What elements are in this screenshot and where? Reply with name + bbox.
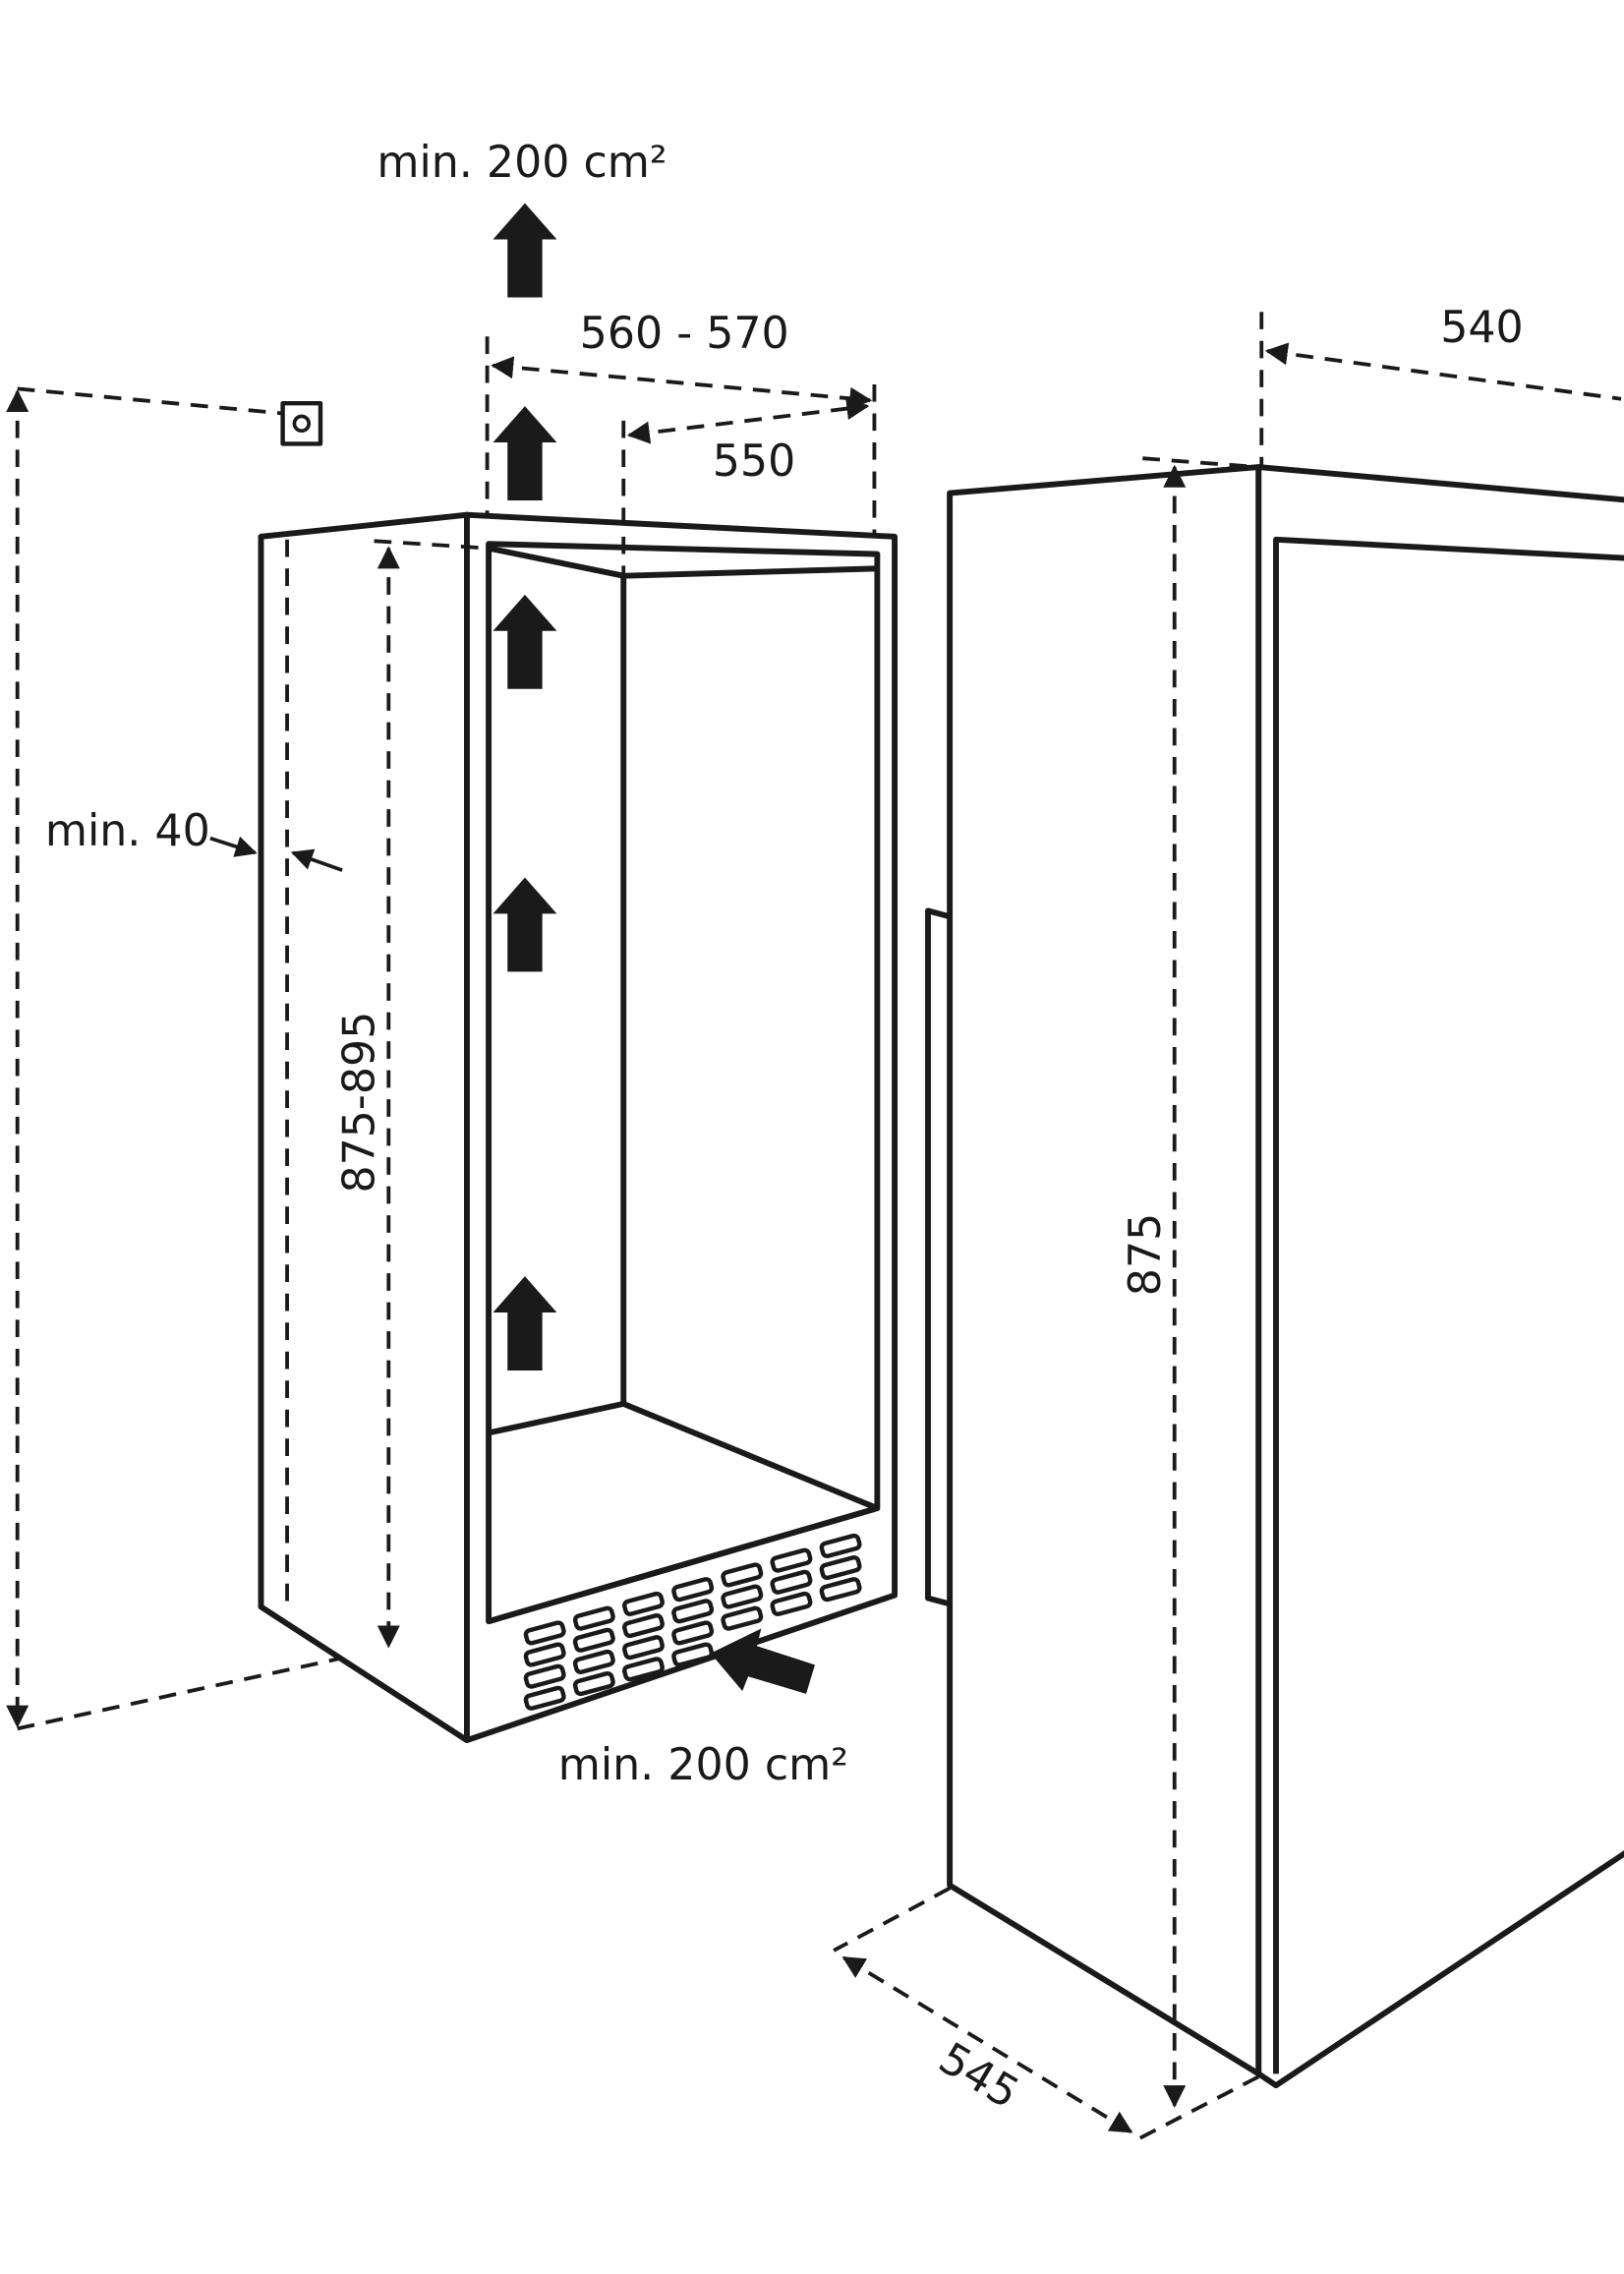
grille-slot bbox=[721, 1562, 764, 1588]
niche-inner-width-label: 550 bbox=[713, 437, 795, 487]
grille-slot bbox=[622, 1635, 665, 1661]
grille-slot bbox=[572, 1605, 615, 1631]
grille-slot bbox=[819, 1533, 862, 1559]
grille-slot bbox=[523, 1685, 566, 1711]
appliance-height-label: 875 bbox=[1121, 1213, 1171, 1296]
niche-width-dimension bbox=[485, 336, 877, 576]
side-gap-label: min. 40 bbox=[45, 806, 210, 856]
up-arrow-icon bbox=[493, 203, 557, 298]
grille-slot bbox=[622, 1591, 665, 1617]
grille-slot bbox=[671, 1599, 715, 1624]
grille-slot bbox=[770, 1569, 813, 1595]
grille-slot bbox=[671, 1642, 715, 1667]
air-inlet-arrow bbox=[710, 1628, 815, 1694]
up-arrow-icon bbox=[493, 877, 557, 972]
appliance-depth-label: 545 bbox=[930, 2033, 1027, 2119]
grille-slot bbox=[671, 1577, 715, 1603]
up-arrow-icon bbox=[493, 594, 557, 689]
niche-height-label: 875-895 bbox=[335, 1012, 385, 1194]
appliance-width-dimension bbox=[1142, 312, 1622, 469]
niche-height-dimension bbox=[374, 539, 490, 1649]
grille-slot bbox=[671, 1620, 715, 1646]
side-gap-dimension bbox=[209, 836, 343, 872]
niche-width-label: 560 - 570 bbox=[580, 309, 789, 359]
grille-slot bbox=[523, 1620, 566, 1646]
niche-cabinet bbox=[258, 511, 899, 1744]
top-vent-label: min. 200 cm² bbox=[377, 138, 667, 188]
airflow-arrows bbox=[493, 203, 557, 1370]
door-handle bbox=[925, 907, 951, 1607]
grille-slot bbox=[572, 1649, 615, 1675]
grille-slot bbox=[523, 1642, 566, 1667]
grille-slot bbox=[819, 1577, 862, 1603]
grille-slot bbox=[572, 1670, 615, 1697]
grille-slot bbox=[622, 1612, 665, 1639]
grille-slot bbox=[572, 1627, 615, 1653]
up-arrow-icon bbox=[493, 1276, 557, 1370]
grille-slot bbox=[770, 1591, 813, 1617]
electrical-socket-icon bbox=[280, 400, 323, 446]
up-arrow-icon bbox=[493, 406, 557, 500]
appliance-depth-dimension bbox=[833, 1886, 1260, 2141]
grille-slot bbox=[622, 1657, 665, 1682]
grille-slot bbox=[523, 1663, 566, 1689]
appliance bbox=[925, 464, 1624, 2089]
ventilation-grille bbox=[523, 1533, 862, 1711]
grille-slot bbox=[721, 1605, 764, 1631]
grille-slot bbox=[721, 1584, 764, 1609]
grille-slot bbox=[819, 1554, 862, 1581]
bottom-vent-label: min. 200 cm² bbox=[558, 1740, 848, 1790]
appliance-width-label: 540 bbox=[1440, 303, 1523, 353]
grille-slot bbox=[770, 1547, 813, 1573]
